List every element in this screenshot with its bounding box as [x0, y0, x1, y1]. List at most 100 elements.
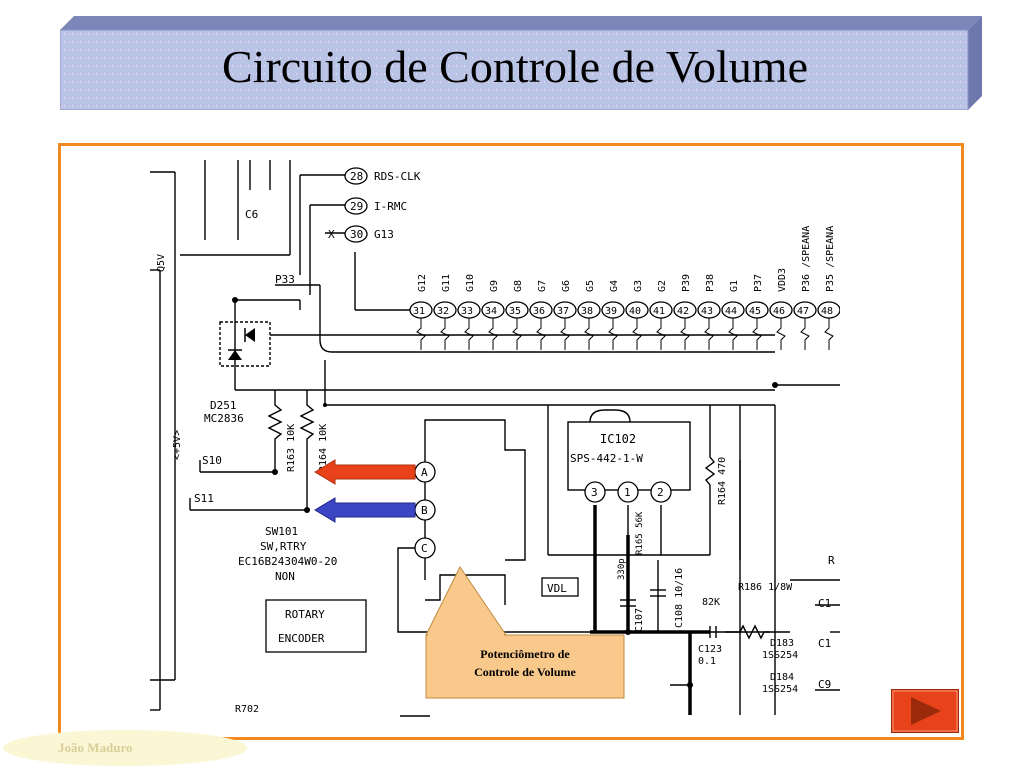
encoder-pin-a: A: [421, 466, 428, 479]
pin-30-num: 30: [350, 228, 363, 241]
edge-label-r: R: [828, 554, 835, 567]
ic102-pin-3: 3: [591, 486, 598, 499]
label-q5v: Q5V: [156, 254, 167, 272]
title-banner-shape: [60, 16, 982, 110]
bus-pin-label: G3: [633, 280, 644, 292]
play-arrow-icon: [890, 688, 960, 734]
label-d184-part: 1SS254: [762, 684, 798, 695]
label-encoder: ENCODER: [278, 632, 325, 645]
label-sw-part: EC16B24304W0-20: [238, 555, 337, 568]
ic102-pin-1: 1: [624, 486, 631, 499]
author-name: João Maduro: [58, 740, 133, 755]
bus-pin-stub: [728, 318, 738, 350]
bus-pin-label: G10: [465, 274, 476, 292]
bus-pin-label: P36 /SPEANA: [801, 226, 812, 292]
edge-label-c1b: C1: [818, 637, 831, 650]
bus-pin-stub: [536, 318, 546, 350]
bus-pin-number: 47: [797, 306, 809, 317]
bus-pin-stub: [608, 318, 618, 350]
bus-pin-number: 41: [653, 306, 665, 317]
bus-pin-label: G8: [513, 280, 524, 292]
bus-pin-label: G1: [729, 280, 740, 292]
bus-pin-stub: [488, 318, 498, 350]
label-s11: S11: [194, 492, 214, 505]
bus-pin-stub: [560, 318, 570, 350]
pin-28-num: 28: [350, 170, 363, 183]
bus-pin-stub: [512, 318, 522, 350]
next-slide-button[interactable]: [890, 688, 960, 734]
bus-pin-label: G11: [441, 274, 452, 292]
author-badge-shape: [3, 730, 247, 766]
bus-pin-number: 31: [413, 306, 425, 317]
label-c330: 330p: [617, 558, 627, 580]
label-sw-type: SW,RTRY: [260, 540, 307, 553]
callout-shape: [425, 566, 625, 699]
bus-pin-number: 48: [821, 306, 833, 317]
label-c123: C123: [698, 644, 722, 655]
bus-pin-number: 38: [581, 306, 593, 317]
blue-arrow-icon: [314, 497, 416, 523]
label-c6: C6: [245, 208, 258, 221]
bus-pin-label: P37: [753, 274, 764, 292]
bus-pin-label: VDD3: [777, 268, 788, 292]
bus-pin-number: 46: [773, 306, 785, 317]
bus-pin-label: G7: [537, 280, 548, 292]
label-d251: D251: [210, 399, 237, 412]
label-sw-name: SW101: [265, 525, 298, 538]
bus-pin-stub: [656, 318, 666, 350]
edge-label-c1a: C1: [818, 597, 831, 610]
pin-29-num: 29: [350, 200, 363, 213]
label-sw-non: NON: [275, 570, 295, 583]
bus-pin-stub: [584, 318, 594, 350]
encoder-pin-c: C: [421, 542, 428, 555]
bus-pin-label: P38: [705, 274, 716, 292]
label-r164-470: R164 470: [717, 457, 728, 505]
pin-30-label: G13: [374, 228, 394, 241]
bus-pin-stub: [680, 318, 690, 350]
bus-pin-stub: [800, 318, 810, 350]
pin-28-label: RDS-CLK: [374, 170, 421, 183]
label-plus5v: <+5V>: [172, 430, 183, 460]
edge-label-c9: C9: [818, 678, 831, 691]
bus-pin-label: P39: [681, 274, 692, 292]
bus-pin-label: G6: [561, 280, 572, 292]
label-d183: D183: [770, 638, 794, 649]
bus-pin-label: G2: [657, 280, 668, 292]
bus-pin-label: G4: [609, 280, 620, 292]
pin-29-label: I-RMC: [374, 200, 407, 213]
label-s10: S10: [202, 454, 222, 467]
bus-pin-number: 35: [509, 306, 521, 317]
bus-pin-stub: [632, 318, 642, 350]
bus-pin-stub: [776, 318, 786, 350]
label-c108: C108 10/16: [674, 568, 685, 628]
bus-pin-stub: [440, 318, 450, 350]
ic102-name: IC102: [600, 432, 636, 446]
bus-pin-number: 32: [437, 306, 449, 317]
bus-pin-stub: [824, 318, 834, 350]
bus-pin-number: 33: [461, 306, 473, 317]
bus-pin-number: 42: [677, 306, 689, 317]
slide-title: Circuito de Controle de Volume: [221, 41, 808, 92]
bus-pin-stub: [464, 318, 474, 350]
label-d183-part: 1SS254: [762, 650, 798, 661]
bus-pin-label: P35 /SPEANA: [825, 226, 836, 292]
label-rotary: ROTARY: [285, 608, 325, 621]
label-r186: R186 1/8W: [738, 582, 793, 593]
red-arrow-icon: [314, 459, 416, 485]
bus-pin-number: 36: [533, 306, 545, 317]
encoder-pin-b: B: [421, 504, 428, 517]
bus-pin-number: 40: [629, 306, 641, 317]
potentiometer-callout: Potenciômetro de Controle de Volume: [425, 566, 625, 699]
author-badge: [0, 728, 250, 768]
title-banner: Circuito de Controle de Volume: [60, 16, 982, 110]
bus-pin-number: 43: [701, 306, 713, 317]
bus-pin-number: 34: [485, 306, 497, 317]
bus-pin-label: G5: [585, 280, 596, 292]
ic102-part: SPS-442-1-W: [570, 452, 643, 465]
label-r82k: 82K: [702, 597, 720, 608]
x-mark: X: [328, 228, 335, 241]
label-d251-part: MC2836: [204, 412, 244, 425]
callout-line-1: Potenciômetro de: [480, 647, 570, 661]
